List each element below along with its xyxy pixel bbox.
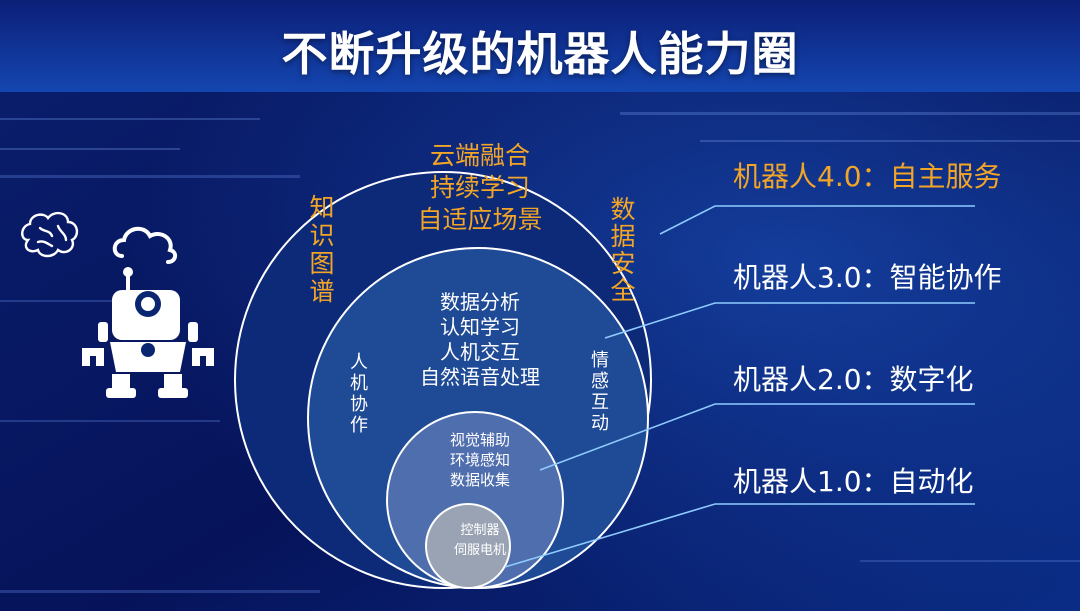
vertical-label: 数据安全 — [603, 196, 643, 304]
middle-left-vertical-text: 人机协作 — [344, 352, 374, 436]
vertical-char: 互 — [591, 392, 609, 413]
brain-icon — [21, 211, 79, 258]
outer-left-vertical-text: 知识图谱 — [302, 194, 342, 306]
core-line: 控制器 — [460, 523, 500, 538]
leader-line-3 — [604, 302, 975, 339]
level-2-label: 机器人2.0：数字化 — [733, 363, 974, 396]
vertical-label: 知识图谱 — [302, 194, 342, 306]
core-ring-text: 控制器 伺服电机 — [430, 521, 530, 561]
vertical-char: 感 — [591, 371, 609, 392]
inner-line: 环境感知 — [449, 451, 510, 469]
vertical-char: 安 — [610, 249, 636, 278]
outer-ring-center-text: 云端融合 持续学习 自适应场景 — [360, 140, 600, 236]
vertical-char: 知 — [309, 193, 335, 222]
vertical-char: 图 — [309, 249, 335, 278]
vertical-char: 动 — [591, 413, 609, 434]
leader-line-4 — [659, 205, 975, 235]
level-4-label: 机器人4.0：自主服务 — [733, 160, 1002, 193]
vertical-char: 谱 — [309, 277, 335, 306]
vertical-char: 数 — [610, 195, 636, 224]
vertical-char: 全 — [610, 276, 636, 305]
outer-line: 自适应场景 — [417, 205, 543, 234]
middle-line: 自然语音处理 — [420, 365, 540, 389]
title-band — [0, 0, 1080, 92]
outer-line: 持续学习 — [429, 173, 530, 202]
outer-right-vertical-text: 数据安全 — [603, 196, 643, 304]
vertical-char: 情 — [591, 350, 609, 371]
cloud-icon — [112, 226, 177, 264]
vertical-label: 人机协作 — [344, 352, 374, 436]
robot-icon — [82, 267, 214, 398]
inner-line: 数据收集 — [449, 471, 510, 489]
core-line: 伺服电机 — [453, 543, 506, 558]
vertical-char: 识 — [309, 221, 335, 250]
vertical-char: 人 — [350, 352, 368, 373]
middle-right-vertical-text: 情感互动 — [585, 350, 615, 434]
leader-line-2 — [539, 403, 975, 471]
middle-line: 认知学习 — [440, 315, 520, 339]
vertical-char: 协 — [350, 394, 368, 415]
vertical-char: 机 — [350, 373, 368, 394]
page-title: 不断升级的机器人能力圈 — [281, 27, 799, 81]
outer-line: 云端融合 — [429, 141, 530, 170]
level-3-label: 机器人3.0：智能协作 — [733, 261, 1002, 294]
speed-lines — [0, 112, 1080, 593]
level-1-label: 机器人1.0：自动化 — [733, 465, 974, 498]
inner-line: 视觉辅助 — [449, 431, 510, 449]
vertical-char: 据 — [610, 222, 636, 251]
leader-line-1 — [504, 503, 975, 568]
middle-line: 人机交互 — [440, 340, 520, 364]
middle-ring-center-text: 数据分析 认知学习 人机交互 自然语音处理 — [380, 290, 580, 390]
vertical-label: 情感互动 — [585, 350, 615, 434]
inner-ring-text: 视觉辅助 环境感知 数据收集 — [420, 430, 540, 490]
vertical-char: 作 — [350, 415, 368, 436]
core-ring — [425, 503, 511, 589]
middle-line: 数据分析 — [440, 290, 520, 314]
